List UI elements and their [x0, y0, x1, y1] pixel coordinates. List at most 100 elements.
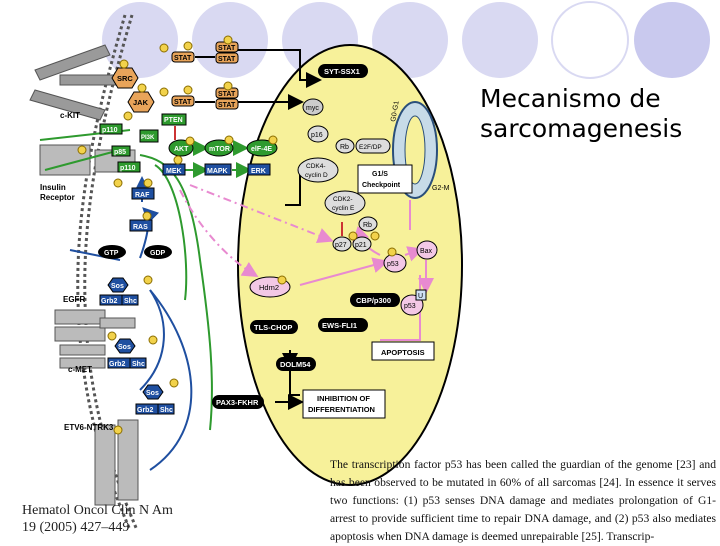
label-g0g1: G0-G1 [390, 100, 401, 122]
text-stat-1: STAT [174, 55, 192, 62]
node-myc [302, 98, 324, 116]
adaptor-group-3: Sos Grb2 Shc [135, 384, 175, 415]
text-hdm2: Hdm2 [259, 283, 279, 292]
text-mek: MEK [166, 168, 182, 175]
pink-arrows [179, 184, 434, 341]
text-cycline: cyclin E [332, 205, 355, 212]
text-stat-3: STAT [218, 56, 236, 63]
text-cdk2: CDK2- [333, 196, 353, 203]
text-shc-1: Shc [124, 298, 137, 305]
text-cyclind: cyclin D [305, 172, 328, 179]
node-gdp [144, 245, 172, 259]
text-p53b: p53 [404, 303, 416, 310]
text-grb2-3: Grb2 [137, 407, 153, 414]
node-dolm54 [276, 357, 316, 371]
text-dolm54: DOLM54 [280, 360, 311, 369]
node-p16 [307, 125, 329, 143]
text-stat-6: STAT [218, 102, 236, 109]
text-akt: AKT [174, 146, 189, 153]
stat-nodes: STAT STAT STAT STAT STAT STAT [171, 41, 239, 110]
text-myc: myc [306, 105, 319, 112]
node-cdk2 [324, 190, 366, 216]
label-checkpoint: Checkpoint [362, 182, 401, 189]
receptor-egfr [54, 309, 136, 342]
citation-line1: Hematol Oncol Clin N Am [22, 503, 173, 518]
label-etv6: ETV6-NTRK3 [64, 423, 114, 432]
text-p110-b: p110 [102, 127, 118, 134]
node-rb2 [358, 216, 378, 232]
receptor-etv6 [94, 419, 139, 506]
citation-line2: 19 (2005) 427–449 [22, 520, 130, 535]
node-rb [335, 138, 355, 154]
node-pax3 [212, 395, 264, 409]
label-g1s: G1/S [372, 171, 388, 178]
slide-title-line2: sarcomagenesis [480, 114, 683, 143]
text-erk: ERK [251, 168, 266, 175]
node-e2fdp [355, 138, 391, 154]
text-gdp: GDP [150, 250, 166, 257]
text-p53: p53 [387, 261, 399, 268]
node-sytssx1 [318, 64, 368, 78]
blue-nodes: MEK MAPK ERK RAF RAS [129, 163, 271, 232]
decorative-circles [102, 1, 710, 79]
node-jak [127, 91, 155, 113]
text-pi3k: PI3K [141, 135, 155, 141]
text-eif4e: elF-4E [251, 146, 272, 153]
label-g2m: G2-M [432, 185, 450, 192]
text-mtor: mTOR [209, 146, 230, 153]
slide-title: Mecanismo de sarcomagenesis [480, 84, 710, 144]
text-sytssx1: SYT-SSX1 [324, 67, 360, 76]
text-bax: Bax [420, 248, 433, 255]
node-u [415, 289, 427, 301]
node-cdk4 [297, 157, 339, 183]
node-tlschop [250, 320, 298, 334]
citation: Hematol Oncol Clin N Am 19 (2005) 427–44… [22, 502, 173, 536]
inhibition-box [302, 389, 386, 419]
text-p21: p21 [355, 242, 367, 249]
text-stat-4: STAT [174, 99, 192, 106]
phosphate-markers [77, 35, 397, 435]
slide-title-line1: Mecanismo de [480, 84, 661, 113]
label-egfr: EGFR [63, 295, 85, 304]
text-sos-2: Sos [118, 344, 131, 351]
text-stat-2: STAT [218, 45, 236, 52]
node-pten [161, 113, 187, 126]
node-src [111, 67, 139, 89]
text-pten: PTEN [164, 117, 183, 124]
node-ewsfli1 [318, 318, 368, 332]
text-inhibition2: DIFFERENTIATION [308, 405, 375, 414]
label-cmet: c-MET [68, 365, 92, 374]
text-tlschop: TLS-CHOP [254, 323, 292, 332]
text-grb2-2: Grb2 [109, 361, 125, 368]
text-sos-1: Sos [111, 283, 124, 290]
label-insulin: Insulin [40, 183, 66, 192]
node-p21 [352, 236, 372, 252]
text-p110: p110 [120, 165, 136, 172]
paper-excerpt: The transcription factor p53 has been ca… [330, 458, 716, 543]
text-shc-2: Shc [132, 361, 145, 368]
adaptor-group-2: Sos Grb2 Shc [107, 338, 147, 369]
text-cbp: CBP/p300 [356, 296, 391, 305]
green-nodes: AKT mTOR elF-4E PI3K p85 p110 p110 [99, 123, 278, 173]
label-receptor: Receptor [40, 193, 75, 202]
text-rb: Rb [340, 144, 349, 151]
receptor-cmet [59, 344, 106, 369]
text-grb2-1: Grb2 [101, 298, 117, 305]
text-shc-3: Shc [160, 407, 173, 414]
node-gtp [98, 245, 126, 259]
receptor-ckit [29, 44, 121, 121]
text-src: SRC [117, 74, 133, 83]
text-u: U [418, 293, 423, 300]
adaptor-group-1: Sos Grb2 Shc [99, 277, 139, 306]
text-e2fdp: E2F/DP [359, 144, 382, 151]
text-raf: RAF [135, 192, 150, 199]
apoptosis-box [371, 341, 435, 361]
text-ras: RAS [133, 224, 148, 231]
node-bax [416, 240, 438, 260]
text-stat-5: STAT [218, 91, 236, 98]
text-apoptosis: APOPTOSIS [381, 348, 425, 357]
node-cbp [350, 293, 400, 307]
text-inhibition1: INHIBITION OF [317, 394, 370, 403]
text-p85: p85 [114, 149, 126, 156]
